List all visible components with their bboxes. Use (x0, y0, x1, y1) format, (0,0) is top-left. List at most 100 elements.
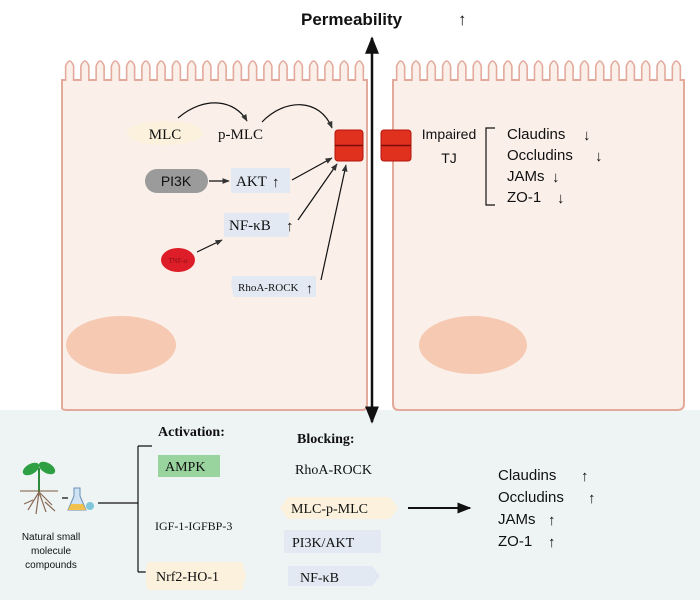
microvillus (308, 60, 319, 81)
nfkb-to-tj-arrow (297, 163, 338, 221)
beaker-icon (67, 487, 94, 511)
microvillus (64, 60, 75, 81)
svg-text:PI3K: PI3K (161, 173, 192, 189)
pmlc-to-tj-arrow (261, 104, 333, 129)
impaired-bracket (485, 127, 495, 206)
left-cell (60, 60, 368, 411)
microvillus (656, 60, 666, 81)
impaired-tj-line2: TJ (441, 150, 457, 166)
outcome-protein-list: Claudins↑Occludins↑JAMs↑ZO-1↑ (498, 467, 596, 551)
outcome-protein-arrow-3: ↑ (548, 534, 556, 551)
microvillus (549, 60, 559, 81)
microvillus (217, 60, 227, 81)
outcome-protein-1: Occludins (498, 489, 564, 506)
p-mlc-label: p-MLC (218, 127, 263, 143)
microvillus (232, 60, 243, 81)
activation-nrf2: Nrf2-HO-1 (145, 562, 246, 590)
impaired-protein-list: Claudins ↓ Occludins ↓ JAMs ↓ ZO-1 ↓ (507, 126, 603, 207)
impaired-protein-arrow-1: ↓ (595, 148, 603, 165)
svg-text:NF-κB: NF-κB (229, 218, 271, 234)
svg-text:↑: ↑ (306, 280, 313, 296)
microvillus (263, 60, 273, 81)
microvillus (564, 60, 574, 81)
microvillus (125, 60, 136, 81)
microvillus (156, 60, 166, 81)
impaired-protein-arrow-0: ↓ (583, 127, 591, 144)
left-microvilli (64, 60, 365, 81)
impaired-protein-arrow-3: ↓ (557, 190, 565, 207)
impaired-protein-0: Claudins (507, 126, 565, 143)
tight-junction-right (380, 129, 412, 162)
outcome-protein-2: JAMs (498, 511, 536, 528)
impaired-protein-1: Occludins (507, 147, 573, 164)
svg-text:NF-κB: NF-κB (300, 571, 339, 586)
blocking-label: Blocking: (297, 432, 355, 447)
blocking-pi3k: PI3K/AKT (284, 530, 381, 553)
microvillus (202, 60, 212, 81)
impaired-protein-3: ZO-1 (507, 189, 541, 206)
svg-text:PI3K/AKT: PI3K/AKT (292, 536, 355, 551)
svg-text:MLC: MLC (149, 127, 182, 143)
blocking-nfkb: NF-κB (288, 566, 380, 586)
svg-text:↑: ↑ (272, 174, 280, 191)
right-nucleus (419, 316, 527, 374)
microvillus (247, 60, 258, 81)
microvillus (411, 60, 421, 81)
microvillus (80, 60, 90, 81)
microvillus (171, 60, 182, 81)
svg-text:RhoA-ROCK: RhoA-ROCK (238, 282, 299, 294)
compound-label-line2: molecule (31, 546, 71, 557)
impaired-protein-arrow-2: ↓ (552, 169, 560, 186)
microvillus (324, 60, 334, 81)
impaired-protein-2: JAMs (507, 168, 545, 185)
left-nucleus (66, 316, 176, 374)
activation-ampk: AMPK (158, 455, 220, 477)
microvillus (293, 60, 304, 81)
plant-icon (20, 461, 58, 515)
microvillus (339, 60, 349, 81)
permeability-up-arrow: ↑ (458, 10, 467, 29)
microvillus (472, 60, 483, 81)
microvillus (518, 60, 528, 81)
mlc-node: MLC (127, 121, 203, 145)
outcome-protein-0: Claudins (498, 467, 556, 484)
akt-node: AKT ↑ (231, 168, 290, 193)
microvillus (354, 60, 365, 81)
right-microvilli (395, 60, 682, 81)
microvillus (278, 60, 288, 81)
svg-text:TNF-α: TNF-α (168, 257, 188, 265)
compound-label-line3: compounds (25, 560, 77, 571)
rhoa-to-tj-arrow (320, 164, 348, 281)
nfkb-node: NF-κB ↑ (224, 213, 294, 237)
activation-bracket (98, 445, 152, 573)
outcome-protein-arrow-0: ↑ (581, 468, 589, 485)
microvillus (640, 60, 651, 81)
microvillus (533, 60, 544, 81)
akt-to-tj-arrow (291, 157, 333, 181)
microvillus (457, 60, 467, 81)
compound-label-line1: Natural small (22, 532, 80, 543)
microvillus (441, 60, 452, 81)
microvillus (110, 60, 121, 81)
blocking-rhoa: RhoA-ROCK (295, 463, 372, 478)
microvillus (610, 60, 620, 81)
blocking-mlc: MLC-p-MLC (280, 497, 398, 519)
outcome-protein-arrow-1: ↑ (588, 490, 596, 507)
svg-text:AMPK: AMPK (165, 460, 205, 475)
impaired-tj-line1: Impaired (422, 126, 476, 142)
svg-text:Nrf2-HO-1: Nrf2-HO-1 (156, 570, 219, 585)
microvillus (487, 60, 498, 81)
right-cell (392, 60, 685, 411)
tnf-to-nfkb-arrow (196, 239, 223, 253)
outcome-protein-arrow-2: ↑ (548, 512, 556, 529)
pi3k-node: PI3K (145, 169, 208, 193)
mlc-to-pmlc-arrow (177, 102, 248, 122)
microvillus (141, 60, 151, 81)
microvillus (594, 60, 605, 81)
activation-label: Activation: (158, 425, 225, 440)
microvillus (426, 60, 437, 81)
microvillus (625, 60, 636, 81)
svg-text:↑: ↑ (286, 218, 294, 235)
microvillus (671, 60, 682, 81)
microvillus (503, 60, 513, 81)
